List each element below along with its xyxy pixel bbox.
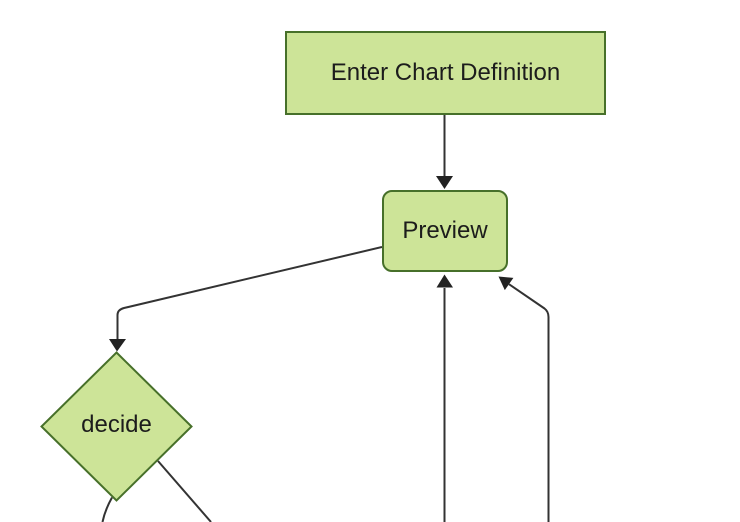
arrowhead-bottom-to-preview-icon	[436, 274, 453, 288]
edge-bottom-right-to-preview	[508, 283, 550, 522]
edge-preview-to-decide	[116, 246, 383, 340]
node-decide-shape	[40, 351, 193, 502]
node-decide-label: decide	[81, 411, 152, 438]
node-enter-chart-definition: Enter Chart Definition	[285, 31, 606, 115]
node-preview: Preview	[382, 190, 508, 272]
edge-decide-to-bottom-right	[157, 460, 212, 522]
edge-decide-to-bottom-left	[101, 497, 113, 522]
node-preview-label: Preview	[402, 216, 488, 244]
arrowhead-bottom-right-to-preview-icon	[498, 276, 514, 291]
arrowhead-preview-to-decide-icon	[109, 339, 126, 352]
node-enter-chart-definition-label: Enter Chart Definition	[330, 58, 561, 86]
arrowhead-enter-to-preview-icon	[436, 176, 453, 189]
